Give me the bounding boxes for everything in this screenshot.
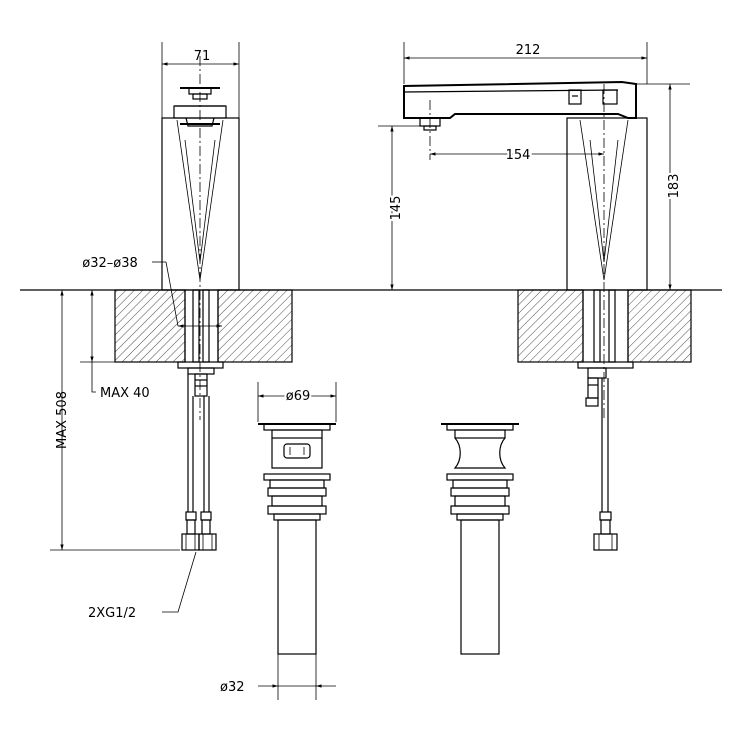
deck-section-left [114, 289, 186, 363]
dimension-spout-length: 212 [403, 42, 648, 84]
deck-section-right-b [627, 289, 692, 363]
connection-label: 2XG1/2 [88, 606, 136, 621]
countertop [20, 289, 722, 363]
dimension-max-hose-label: MAX 508 [55, 391, 70, 449]
waste-drain-side [441, 423, 519, 655]
dimension-max-hose: MAX 508 [50, 290, 180, 551]
dimension-hole-diameter-label: ø32–ø38 [82, 256, 138, 271]
deck-section-mid [217, 289, 293, 363]
connection-callout: 2XG1/2 [88, 551, 197, 621]
dimension-spout-height-label: 145 [389, 196, 404, 221]
dimension-waste-tail-label: ø32 [220, 680, 245, 695]
dimension-tap-width: 71 [161, 42, 240, 118]
dimension-total-height: 183 [636, 83, 690, 290]
dimension-spout-height: 145 [378, 125, 420, 290]
waste-drain-front [258, 423, 336, 655]
dimension-max-deck-label: MAX 40 [100, 386, 150, 401]
dimension-waste-tail: ø32 [220, 654, 336, 700]
dimension-waste-diameter: ø69 [257, 382, 337, 422]
dimension-hole-diameter: ø32–ø38 [82, 256, 222, 328]
dimension-spout-length-label: 212 [516, 43, 541, 58]
tap-side-view [403, 80, 648, 551]
dimension-spout-reach-label: 154 [506, 148, 531, 163]
dimension-spout-reach: 154 [430, 146, 604, 165]
dimension-waste-diameter-label: ø69 [286, 389, 311, 404]
dimension-tap-width-label: 71 [194, 49, 211, 64]
dimension-total-height-label: 183 [667, 174, 682, 199]
dimension-max-deck: MAX 40 [80, 290, 150, 401]
deck-section-right-a [517, 289, 584, 363]
